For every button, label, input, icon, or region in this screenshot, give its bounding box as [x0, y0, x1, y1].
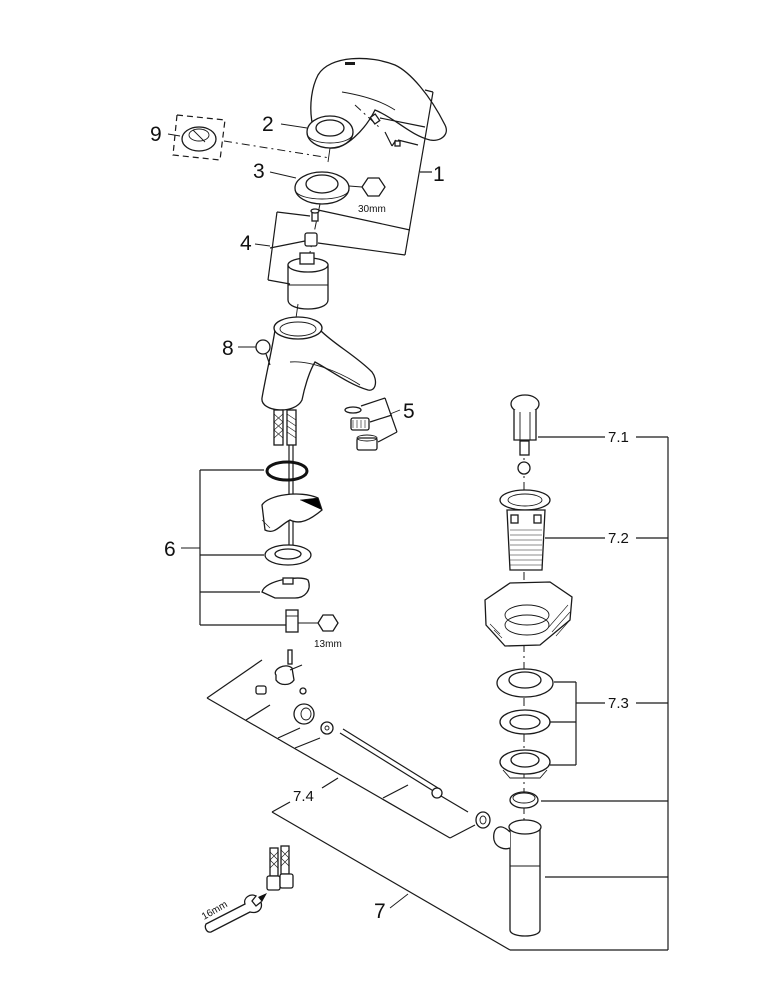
leader-7-4: [271, 801, 291, 813]
cap-ring-part-2: [306, 115, 354, 149]
part-label-1: 1: [433, 163, 445, 186]
hex-wrench-30mm-icon: [361, 177, 386, 197]
cartridge-screw: [310, 208, 320, 222]
washer: [264, 544, 312, 566]
part-label-7-2: 7.2: [608, 530, 629, 547]
gasket: [499, 709, 551, 735]
part-label-2: 2: [262, 113, 274, 136]
leader-2: [280, 123, 308, 129]
leader-9: [167, 133, 181, 137]
leader-3: [269, 171, 297, 179]
axis-line: [354, 104, 381, 129]
part-label-3: 3: [253, 160, 265, 183]
axis-line: [307, 203, 321, 263]
aerator-part-5: [344, 406, 378, 451]
diverter-knob-part-8: [255, 339, 271, 366]
part-label-7-1: 7.1: [608, 429, 629, 446]
wrench-16mm-icon: [204, 893, 267, 933]
drain-body-part-7-2: [499, 489, 551, 571]
hose-connectors: [266, 845, 294, 891]
part-label-5: 5: [403, 400, 415, 423]
c-clamp: [261, 577, 310, 599]
lock-nut: [499, 749, 551, 779]
bracket-7: [271, 437, 669, 951]
threaded-nut: [293, 703, 315, 725]
nut-part-3: [294, 171, 350, 205]
basin-section: [484, 581, 573, 647]
countertop-section: [261, 493, 323, 532]
axis-line: [295, 303, 299, 319]
bracket-5: [360, 397, 401, 443]
pop-up-plug-part-7-1: [510, 394, 540, 475]
bracket-4: [254, 211, 311, 285]
mounting-nut: [285, 609, 299, 665]
pivot-rod: [339, 728, 469, 813]
small-washer: [320, 721, 334, 735]
dim-13mm: 13mm: [314, 639, 342, 650]
cartridge-adapter: [304, 232, 318, 247]
bracket-7-3: [550, 681, 668, 766]
pivot-washer: [475, 811, 491, 829]
part-label-6: 6: [164, 538, 176, 561]
o-ring: [265, 460, 309, 482]
cartridge: [287, 252, 329, 310]
part-label-7: 7: [374, 900, 386, 923]
tailpiece: [493, 819, 542, 937]
part-label-7-3: 7.3: [608, 695, 629, 712]
bracket-1: [317, 89, 434, 256]
part-9-box: [172, 114, 226, 161]
supply-hoses: [273, 409, 297, 560]
linkage-clamp: [255, 664, 307, 695]
part-label-9: 9: [150, 123, 162, 146]
axis-line: [327, 147, 331, 163]
faucet-body: [261, 316, 377, 411]
bracket-7-4: [206, 659, 476, 839]
flange-ring: [496, 668, 554, 698]
bracket-6: [181, 469, 286, 626]
part-label-4: 4: [240, 232, 252, 255]
leader-wrench: [348, 185, 363, 188]
part-label-8: 8: [222, 337, 234, 360]
dim-30mm: 30mm: [358, 204, 386, 215]
hex-wrench-13mm-icon: [317, 614, 339, 632]
seal-ring: [509, 791, 539, 809]
part-label-7-4: 7.4: [293, 788, 314, 805]
